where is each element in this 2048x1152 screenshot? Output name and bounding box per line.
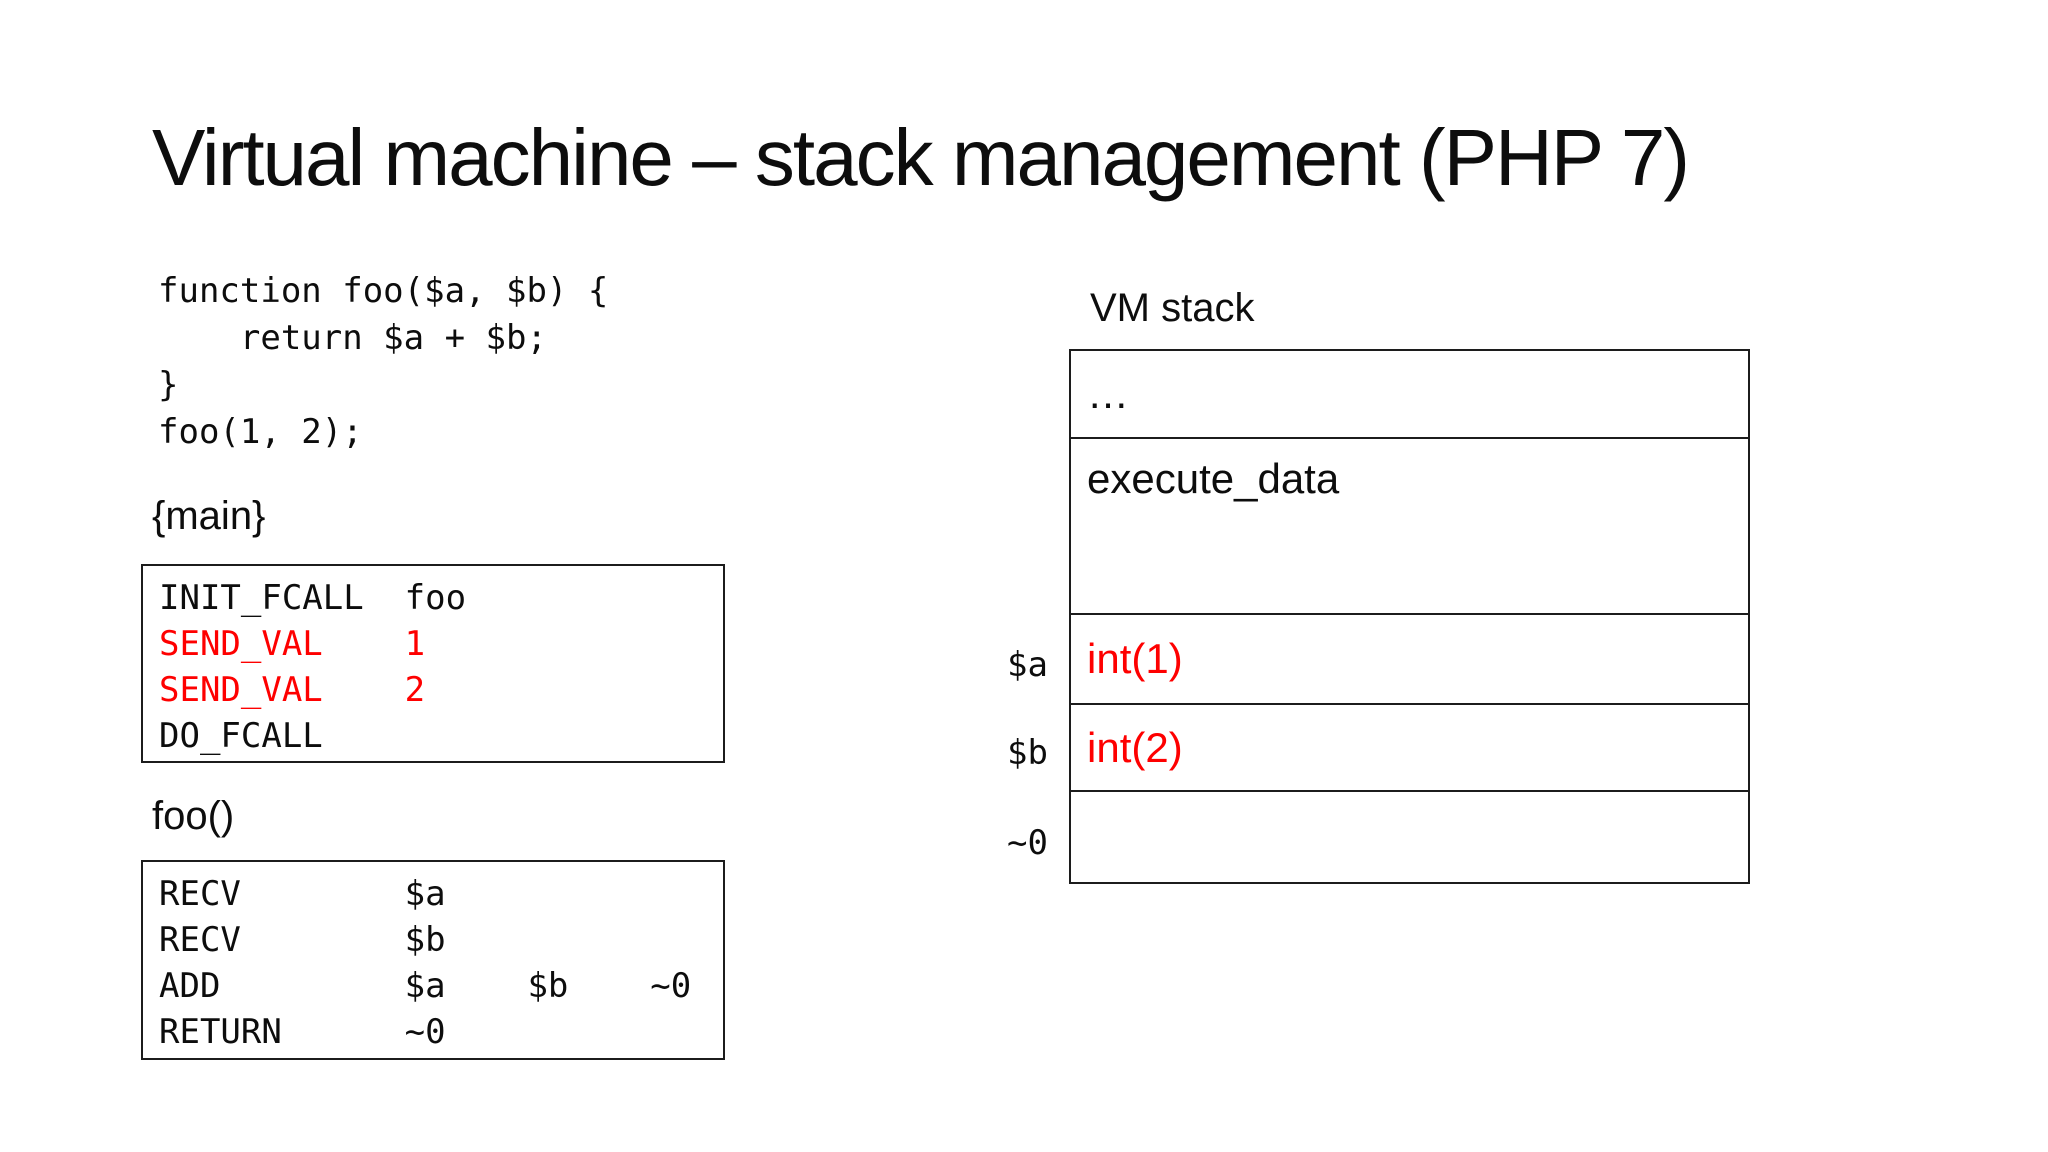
page-title: Virtual machine – stack management (PHP … xyxy=(152,113,1690,202)
stack-row-label-a: $a xyxy=(1007,645,1048,685)
vm-stack-title: VM stack xyxy=(1090,286,1255,330)
code-line: return $a + $b; xyxy=(158,318,547,358)
main-opcode-box: INIT_FCALL foo SEND_VAL 1 SEND_VAL 2 DO_… xyxy=(141,564,725,763)
php-source-code: function foo($a, $b) { return $a + $b; }… xyxy=(158,268,608,456)
code-line: } xyxy=(158,365,179,405)
main-frame-label: {main} xyxy=(152,494,266,538)
opcode-line: RECV $b xyxy=(159,920,446,960)
stack-row-label-b: $b xyxy=(1007,733,1048,773)
vm-stack-cell-int2: int(2) xyxy=(1071,705,1748,792)
vm-stack-cell-empty xyxy=(1071,792,1748,882)
opcode-line: RETURN ~0 xyxy=(159,1012,446,1052)
opcode-line: SEND_VAL 1 xyxy=(159,624,426,664)
stack-row-label-t0: ~0 xyxy=(1007,823,1048,863)
vm-stack-cell-ellipsis: … xyxy=(1071,351,1748,439)
code-line: function foo($a, $b) { xyxy=(158,271,609,311)
vm-stack-diagram: … execute_data int(1) int(2) xyxy=(1069,349,1750,884)
code-line: foo(1, 2); xyxy=(158,412,363,452)
opcode-line: ADD $a $b ~0 xyxy=(159,966,692,1006)
opcode-line: DO_FCALL xyxy=(159,716,323,756)
opcode-line: INIT_FCALL foo xyxy=(159,578,467,618)
foo-opcode-box: RECV $a RECV $b ADD $a $b ~0 RETURN ~0 xyxy=(141,860,725,1060)
vm-stack-cell-int1: int(1) xyxy=(1071,615,1748,705)
opcode-line: SEND_VAL 2 xyxy=(159,670,426,710)
opcode-line: RECV $a xyxy=(159,874,446,914)
vm-stack-cell-execute-data: execute_data xyxy=(1071,439,1748,615)
foo-frame-label: foo() xyxy=(152,794,235,838)
